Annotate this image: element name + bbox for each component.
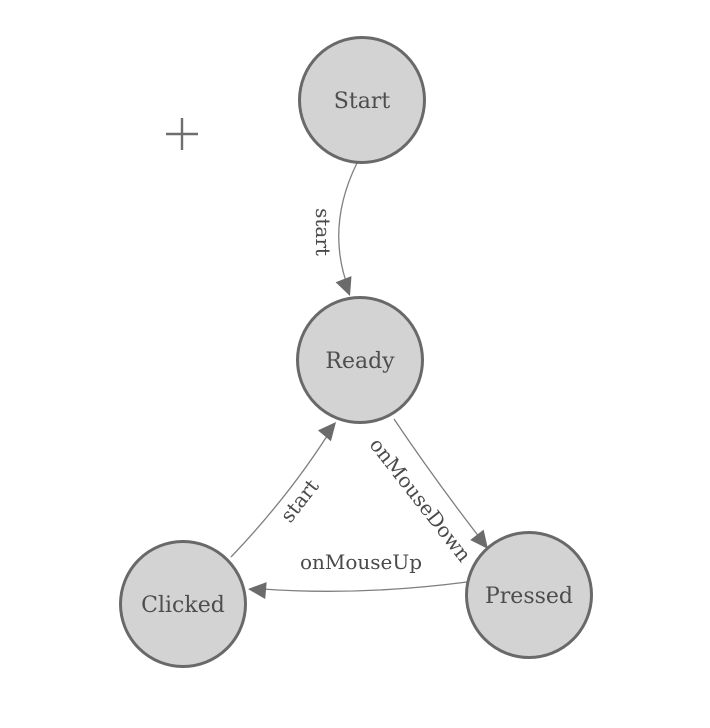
node-label: Start <box>334 89 391 114</box>
arrowhead-icon <box>248 582 267 600</box>
node-circle <box>465 531 593 659</box>
edge-start-to-ready[interactable]: start <box>311 162 358 299</box>
edge-pressed-to-clicked[interactable]: onMouseUp <box>247 550 468 600</box>
node-ready[interactable]: Ready <box>296 296 424 424</box>
node-circle <box>298 36 426 164</box>
edge-line <box>261 581 468 592</box>
edge-line <box>338 162 358 291</box>
node-pressed[interactable]: Pressed <box>465 531 593 659</box>
node-label: Clicked <box>141 593 225 618</box>
edge-label: start <box>275 474 323 526</box>
edge-label: onMouseDown <box>365 433 477 566</box>
crosshair-marker <box>166 118 198 150</box>
node-label: Ready <box>325 349 395 374</box>
node-label: Pressed <box>485 584 573 609</box>
node-circle <box>296 296 424 424</box>
arrowhead-icon <box>470 529 488 549</box>
edge-line <box>230 424 335 558</box>
arrowhead-icon <box>317 422 336 442</box>
node-clicked[interactable]: Clicked <box>119 540 247 668</box>
edge-label: onMouseUp <box>300 550 422 574</box>
edge-label: start <box>311 208 335 256</box>
node-circle <box>119 540 247 668</box>
arrowhead-icon <box>335 276 352 296</box>
edge-ready-to-pressed[interactable]: onMouseDown <box>365 418 495 566</box>
edge-line <box>393 418 484 543</box>
edge-clicked-to-ready[interactable]: start <box>230 417 343 558</box>
node-start[interactable]: Start <box>298 36 426 164</box>
